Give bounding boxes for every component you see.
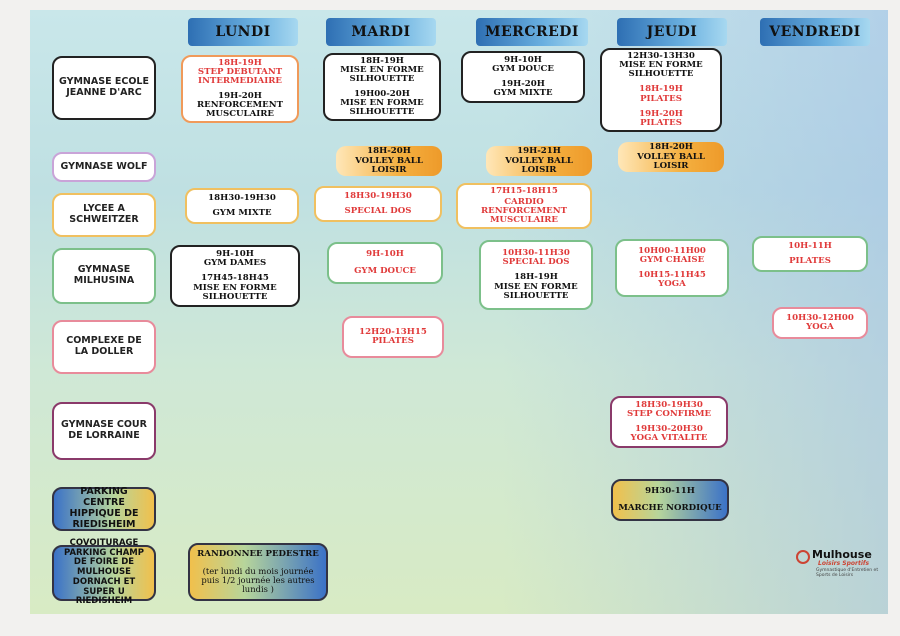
session-mardi-milhusina: 9H-10H GYM DOUCE — [327, 242, 443, 284]
session-name: YOGA — [658, 279, 686, 290]
session-mercredi-milhusina: 10H30-11H30 SPECIAL DOS 18H-19H MISE EN … — [479, 240, 593, 310]
session-name: MISE EN FORME SILHOUETTE — [340, 65, 424, 85]
session-time: 10H30-11H30 — [502, 248, 570, 259]
session-time: 17H45-18H45 — [201, 273, 269, 284]
session-jeudi-parking-hippique: 9H30-11H MARCHE NORDIQUE — [611, 479, 729, 521]
session-lundi-covoiturage: RANDONNEE PEDESTRE (ter lundi du mois jo… — [188, 543, 328, 601]
day-header-lundi: LUNDI — [188, 18, 298, 46]
session-name: VOLLEY BALL LOISIR — [637, 151, 705, 171]
session-time: 19H00-20H — [354, 88, 410, 99]
session-name: STEP CONFIRME — [626, 408, 712, 419]
location-schweitzer: LYCEE A SCHWEITZER — [52, 193, 156, 237]
session-name: RANDONNEE PEDESTRE — [197, 549, 319, 560]
session-time: 10H-11H — [788, 240, 832, 251]
session-name: PILATES — [640, 117, 682, 128]
session-name: SPECIAL DOS — [502, 257, 570, 268]
day-header-mardi: MARDI — [326, 18, 436, 46]
session-time: 19H-20H — [639, 108, 683, 119]
session-time: 9H-10H — [504, 54, 542, 65]
session-name: GYM DOUCE — [492, 63, 554, 74]
session-name: YOGA VITALITE — [630, 433, 708, 444]
location-covoiturage: COVOITURAGE PARKING CHAMP DE FOIRE DE MU… — [52, 538, 156, 606]
session-jeudi-jeanne-darc: 12H30-13H30 MISE EN FORME SILHOUETTE 18H… — [600, 48, 722, 132]
session-time: 18H-19H — [514, 272, 558, 283]
session-name: YOGA — [806, 322, 834, 332]
location-wolf: GYMNASE WOLF — [52, 152, 156, 182]
session-lundi-schweitzer: 18H30-19H30 GYM MIXTE — [185, 188, 299, 224]
session-jeudi-wolf: 18H-20H VOLLEY BALL LOISIR — [618, 142, 724, 172]
session-jeudi-milhusina: 10H00-11H00 GYM CHAISE 10H15-11H45 YOGA — [615, 239, 729, 297]
session-time: 18H-20H — [649, 142, 693, 153]
session-time: 10H30-12H00 — [786, 312, 854, 323]
day-header-mercredi: MERCREDI — [476, 18, 588, 46]
location-doller: COMPLEXE DE LA DOLLER — [52, 320, 156, 374]
session-name: STEP DEBUTANT INTERMEDIAIRE — [197, 67, 283, 87]
session-time: 18H30-19H30 — [344, 191, 412, 202]
logo-subtitle: Loisirs Sportifs — [818, 560, 870, 567]
session-time: 18H-20H — [367, 146, 411, 157]
session-name: MISE EN FORME SILHOUETTE — [340, 97, 424, 117]
session-mardi-wolf: 18H-20H VOLLEY BALL LOISIR — [336, 146, 442, 176]
session-time: 18H-19H — [360, 56, 404, 66]
location-milhusina: GYMNASE MILHUSINA — [52, 248, 156, 304]
session-name: MISE EN FORME SILHOUETTE — [494, 281, 578, 301]
day-header-jeudi: JEUDI — [617, 18, 727, 46]
session-time: 19H-20H — [218, 90, 262, 101]
session-time: 12H20-13H15 — [359, 326, 427, 337]
session-time: 9H-10H — [366, 248, 404, 259]
session-vendredi-milhusina: 10H-11H PILATES — [752, 236, 868, 272]
session-lundi-jeanne-darc: 18H-19H STEP DEBUTANT INTERMEDIAIRE 19H-… — [181, 55, 299, 123]
session-mercredi-jeanne-darc: 9H-10H GYM DOUCE 19H-20H GYM MIXTE — [461, 51, 585, 103]
session-name: GYM MIXTE — [493, 88, 553, 99]
session-mardi-schweitzer: 18H30-19H30 SPECIAL DOS — [314, 186, 442, 222]
session-name: CARDIO RENFORCEMENT MUSCULAIRE — [481, 196, 567, 225]
session-time: 10H00-11H00 — [638, 245, 706, 256]
logo-name: Mulhouse — [812, 548, 872, 561]
session-name: GYM MIXTE — [212, 207, 272, 218]
logo-tagline: Gymnastique d'Entretien et Sports de Loi… — [816, 568, 879, 579]
session-name: SPECIAL DOS — [344, 205, 412, 216]
session-mercredi-wolf: 19H-21H VOLLEY BALL LOISIR — [486, 146, 592, 176]
session-mercredi-schweitzer: 17H15-18H15 CARDIO RENFORCEMENT MUSCULAI… — [456, 183, 592, 229]
location-parking-hippique: PARKING CENTRE HIPPIQUE DE RIEDISHEIM — [52, 486, 156, 531]
location-jeanne-darc: GYMNASE ECOLE JEANNE D'ARC — [52, 56, 156, 120]
session-name: GYM DAMES — [203, 258, 267, 269]
session-time: 18H30-19H30 — [208, 193, 276, 204]
session-name: PILATES — [372, 336, 414, 346]
session-name: RENFORCEMENT MUSCULAIRE — [197, 99, 283, 119]
session-name: PILATES — [640, 93, 682, 104]
session-name: PILATES — [789, 256, 831, 266]
session-time: 9H-10H — [216, 249, 254, 260]
session-time: 17H15-18H15 — [490, 186, 558, 196]
session-time: 19H-21H — [517, 146, 561, 157]
session-time: 18H30-19H30 — [635, 399, 703, 410]
mulhouse-logo-icon — [796, 550, 810, 564]
session-time: 19H30-20H30 — [635, 424, 703, 434]
session-time: 10H15-11H45 — [638, 270, 706, 280]
session-time: 12H30-13H30 — [627, 51, 695, 62]
session-time: 18H-19H — [218, 58, 262, 68]
session-name: VOLLEY BALL LOISIR — [355, 155, 423, 175]
session-lundi-milhusina: 9H-10H GYM DAMES 17H45-18H45 MISE EN FOR… — [170, 245, 300, 307]
session-name: GYM CHAISE — [639, 254, 705, 265]
session-mardi-doller: 12H20-13H15 PILATES — [342, 316, 444, 358]
schedule-sheet — [30, 10, 888, 614]
session-note: (ter lundi du mois journée puis 1/2 jour… — [201, 566, 315, 594]
session-name: GYM DOUCE — [354, 266, 416, 276]
mulhouse-logo: Mulhouse Loisirs Sportifs Gymnastique d'… — [796, 548, 880, 582]
session-name: VOLLEY BALL LOISIR — [505, 155, 573, 175]
day-header-vendredi: VENDREDI — [760, 18, 870, 46]
session-name: MARCHE NORDIQUE — [618, 503, 722, 513]
session-name: MISE EN FORME SILHOUETTE — [619, 60, 703, 80]
session-time: 19H-20H — [501, 79, 545, 89]
session-mardi-jeanne-darc: 18H-19H MISE EN FORME SILHOUETTE 19H00-2… — [323, 53, 441, 121]
location-cour-de-lorraine: GYMNASE COUR DE LORRAINE — [52, 402, 156, 460]
session-jeudi-cour-de-lorraine: 18H30-19H30 STEP CONFIRME 19H30-20H30 YO… — [610, 396, 728, 448]
session-time: 18H-19H — [639, 84, 683, 95]
session-vendredi-doller: 10H30-12H00 YOGA — [772, 307, 868, 339]
session-name: MISE EN FORME SILHOUETTE — [193, 282, 277, 302]
session-time: 9H30-11H — [645, 485, 695, 496]
